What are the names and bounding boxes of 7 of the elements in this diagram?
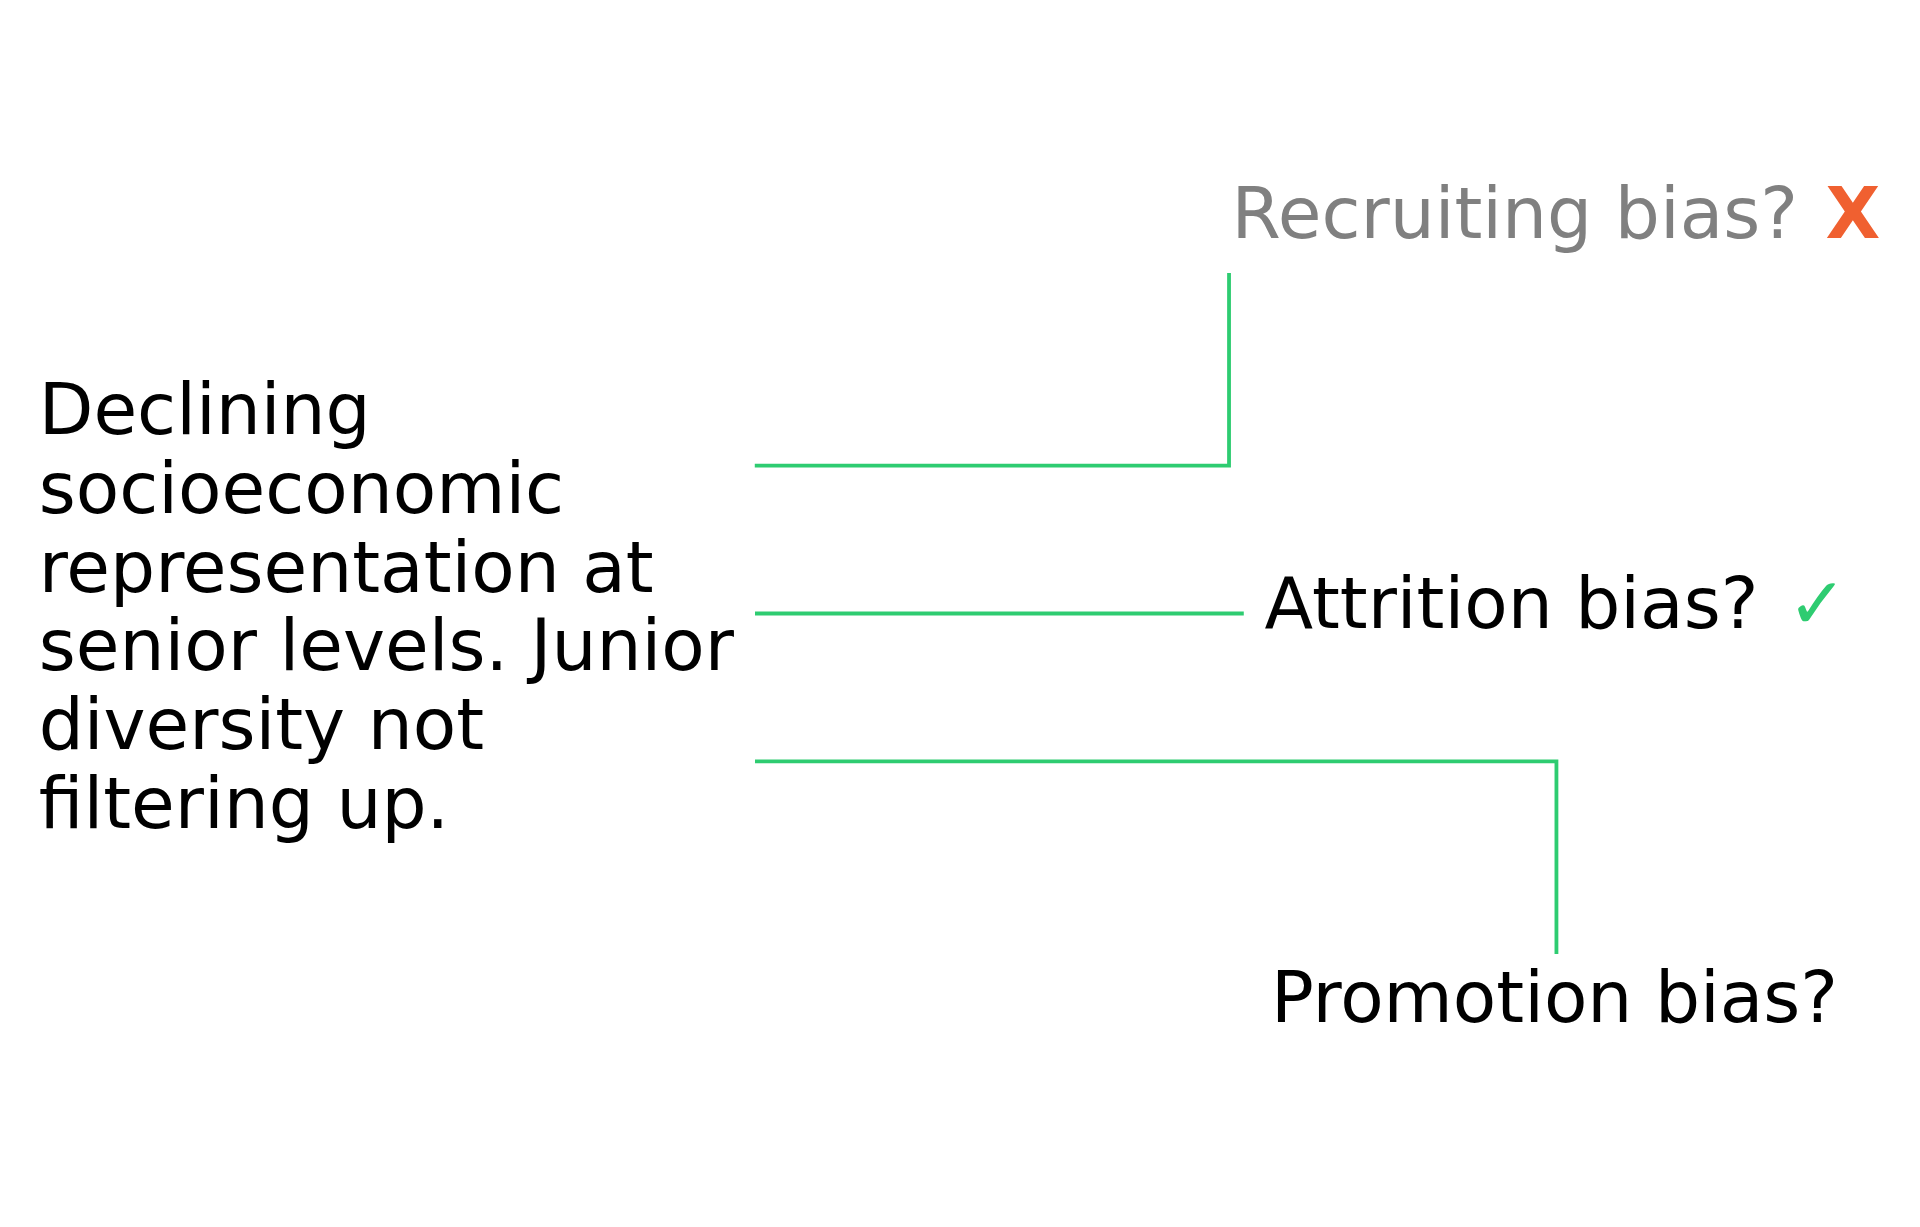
node-text: Promotion bias? [1270,955,1839,1039]
node-text: Recruiting bias? X [1231,171,1881,255]
connector [754,273,1231,468]
node-text: Attrition bias? ✓ [1264,562,1847,646]
node-text: Declining socioeconomic representation at senior levels. Junior diversity not filtering up. [38,368,735,845]
connector [755,611,1244,616]
connector [755,759,1559,954]
